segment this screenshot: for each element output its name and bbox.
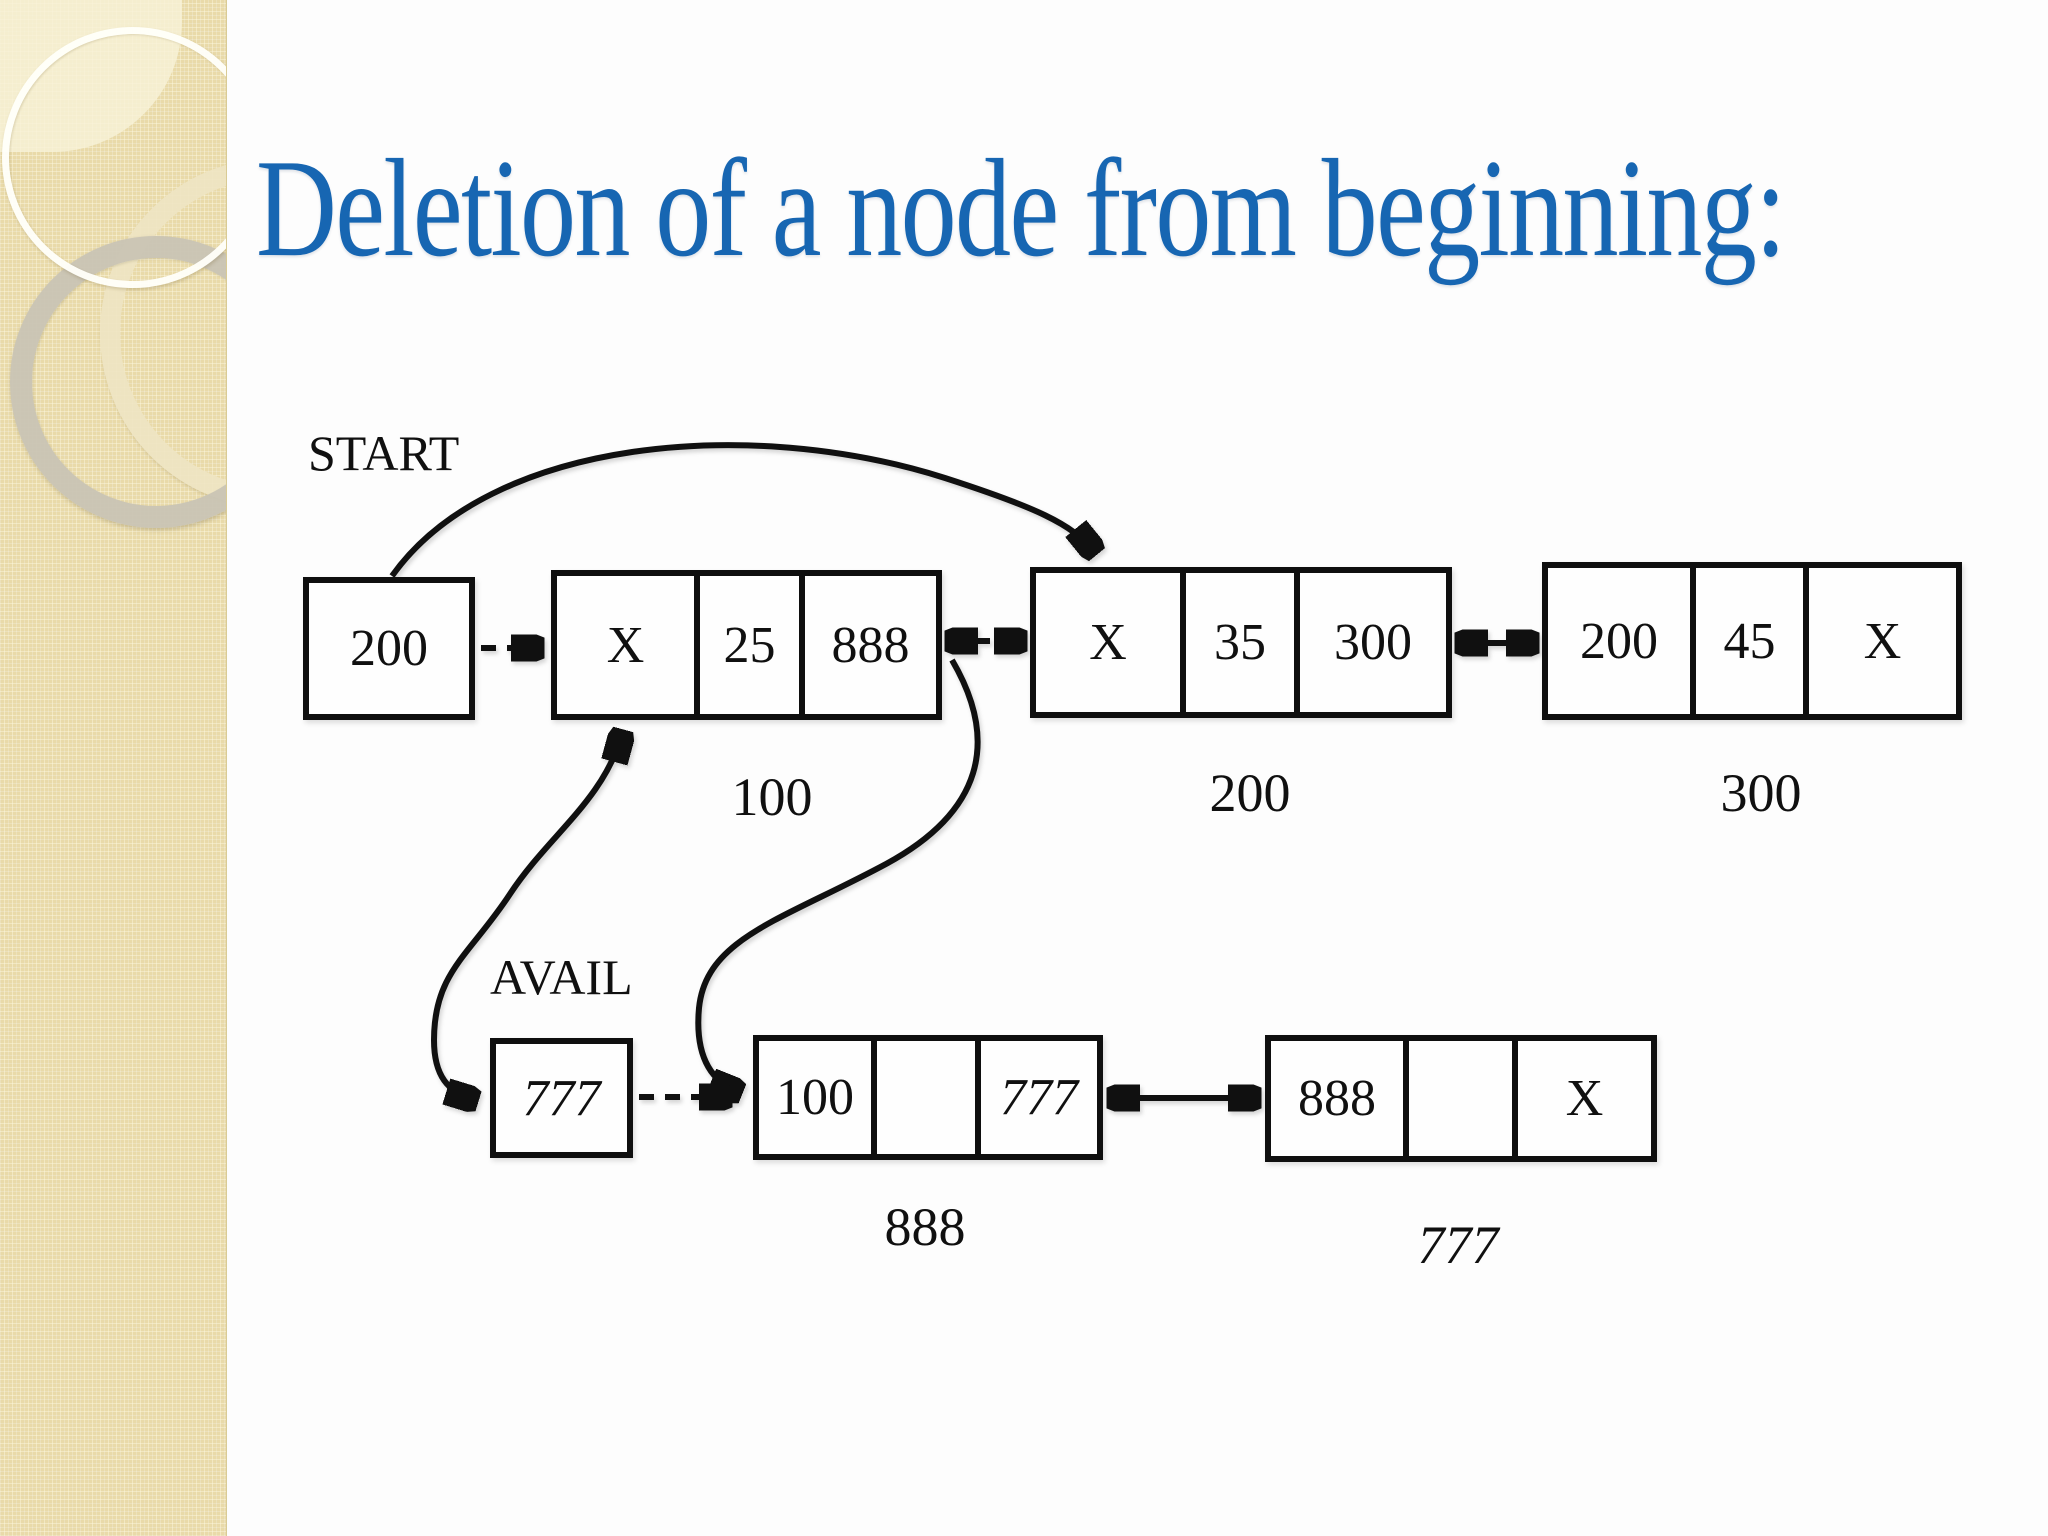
node-300-data-cell: 45 (1696, 568, 1809, 714)
white-ring-icon (2, 27, 226, 288)
avail-to-node100-curve-arrow (430, 734, 622, 1100)
start-to-node200-curve-arrow (389, 442, 1094, 578)
node-200-data-cell: 35 (1186, 573, 1300, 712)
page-title: Deletion of a node from beginning: (256, 131, 1786, 286)
node-300: 200 45 X (1542, 562, 1962, 720)
node-888: 100 777 (753, 1035, 1103, 1160)
node-200-address-label: 200 (1209, 763, 1291, 823)
node-888-data-cell (877, 1041, 981, 1154)
node-888-address-label: 888 (884, 1197, 966, 1257)
sidebar-decoration (0, 0, 227, 1536)
start-pointer-value: 200 (350, 620, 428, 677)
start-label: START (308, 425, 460, 481)
node-777-next-cell: X (1565, 1070, 1604, 1127)
node-300-address-label: 300 (1720, 763, 1802, 823)
node-200-prev-cell: X (1036, 573, 1186, 712)
node-100-next-cell: 888 (831, 616, 910, 674)
node-300-prev-cell: 200 (1548, 568, 1696, 714)
node-100-address-label: 100 (731, 767, 813, 827)
node-888-prev-cell: 100 (759, 1041, 877, 1154)
node-777-data-cell (1409, 1041, 1518, 1156)
node-888-next-cell: 777 (1000, 1069, 1078, 1126)
node-300-next-cell: X (1863, 612, 1902, 670)
node-200-next-cell: 300 (1334, 614, 1412, 671)
node-100-prev-cell: X (557, 576, 700, 714)
node-100: X 25 888 (551, 570, 942, 720)
avail-pointer-value: 777 (522, 1069, 601, 1127)
node-777-prev-cell: 888 (1271, 1041, 1409, 1156)
node-777-address-label: 777 (1417, 1215, 1499, 1275)
node-200: X 35 300 (1030, 567, 1452, 718)
node-777: 888 X (1265, 1035, 1657, 1162)
start-pointer-box: 200 (303, 577, 475, 720)
node-100-data-cell: 25 (700, 576, 805, 714)
node100-to-node888-curve-arrow (695, 658, 981, 1092)
avail-label: AVAIL (490, 949, 633, 1005)
avail-pointer-box: 777 (490, 1038, 633, 1158)
